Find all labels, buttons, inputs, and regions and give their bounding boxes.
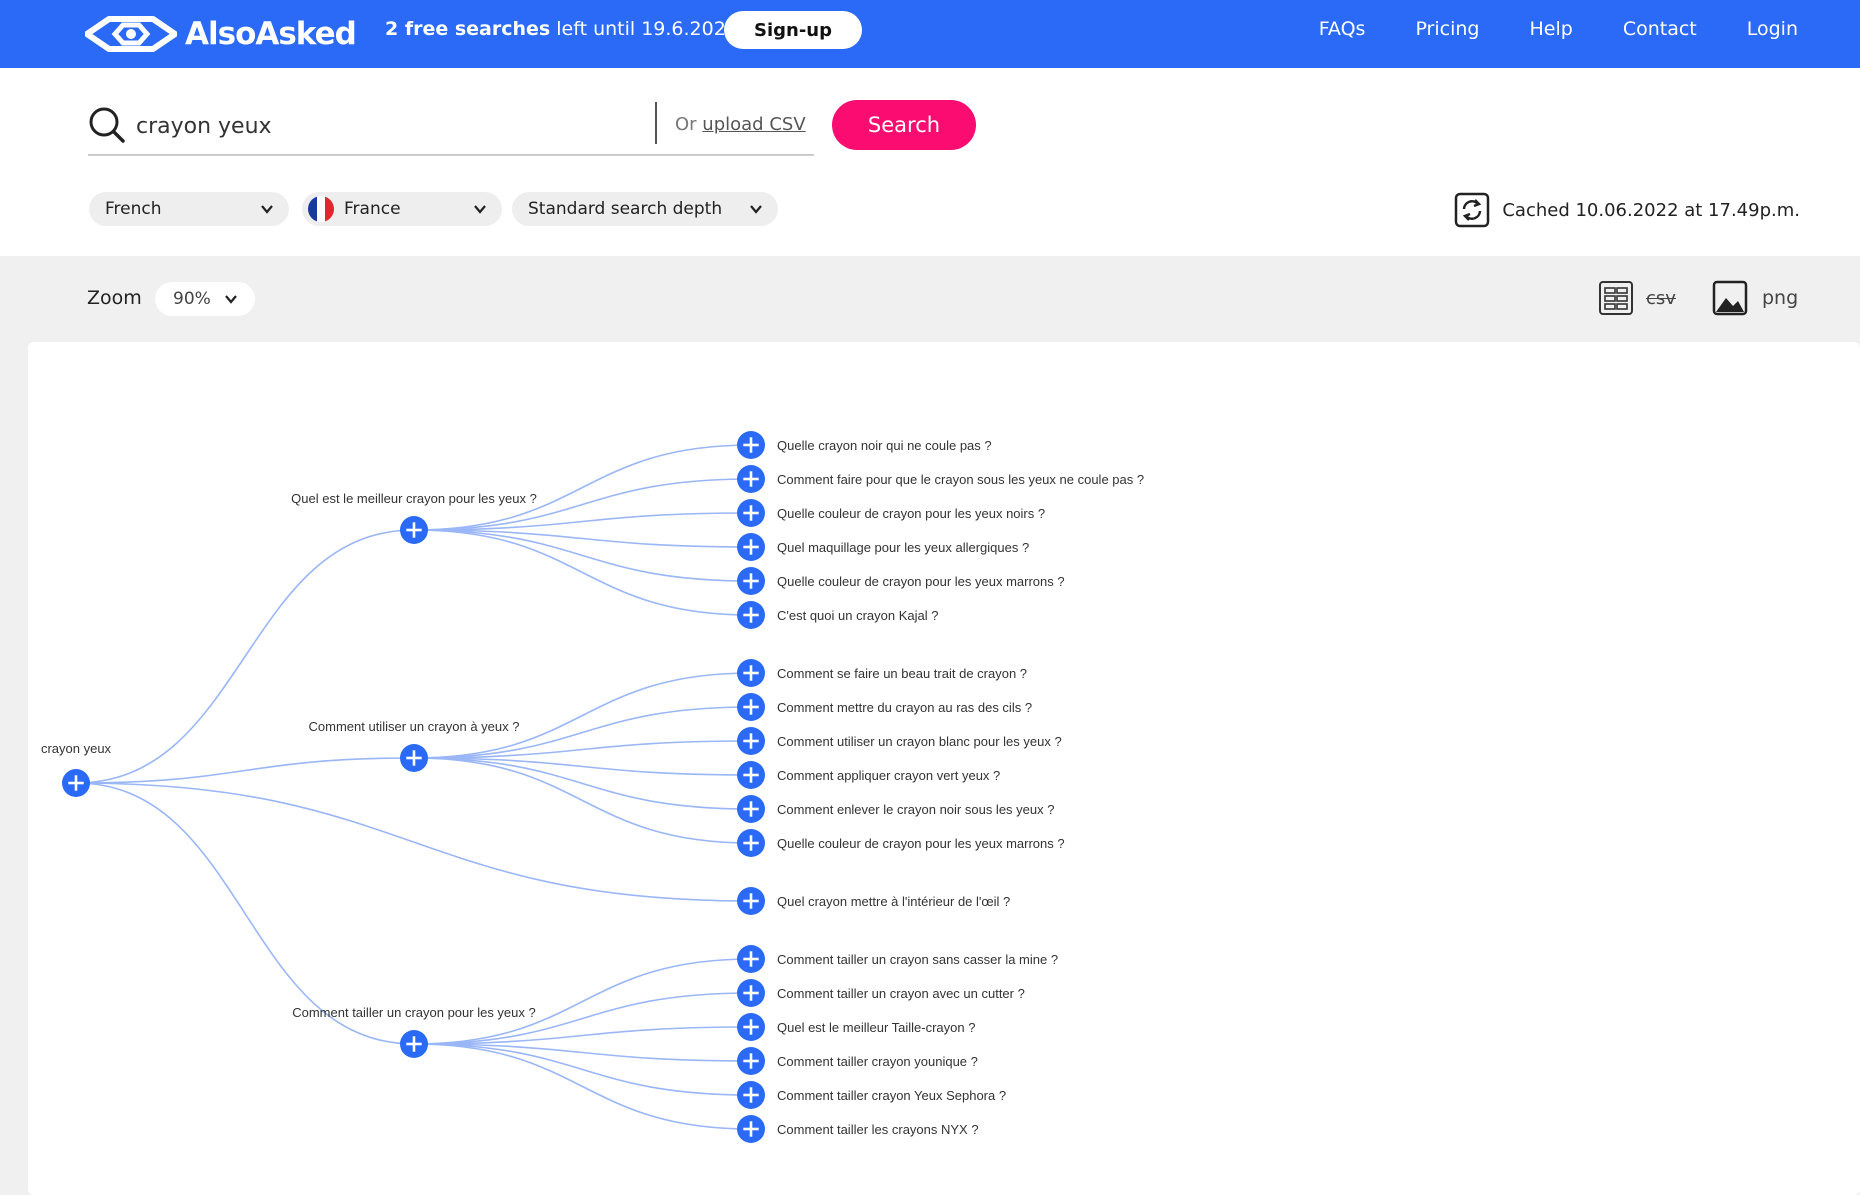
- chevron-down-icon: [261, 205, 273, 214]
- expand-node-button[interactable]: [737, 431, 765, 459]
- upload-csv-link[interactable]: upload CSV: [702, 114, 806, 135]
- branch-question-label[interactable]: Quel est le meilleur crayon pour les yeu…: [291, 491, 537, 506]
- child-question-label[interactable]: Quelle couleur de crayon pour les yeux m…: [777, 836, 1065, 851]
- export-png-label: png: [1762, 287, 1799, 309]
- france-flag-icon: [308, 196, 334, 222]
- chevron-down-icon: [750, 205, 762, 214]
- zoom-value: 90%: [173, 289, 211, 309]
- child-question-label[interactable]: Comment tailler les crayons NYX ?: [777, 1122, 979, 1137]
- expand-node-button[interactable]: [737, 499, 765, 527]
- nav-contact[interactable]: Contact: [1622, 18, 1697, 40]
- branch-question-label[interactable]: Comment utiliser un crayon à yeux ?: [309, 719, 520, 734]
- expand-node-button[interactable]: [737, 979, 765, 1007]
- search-depth-value: Standard search depth: [528, 199, 723, 219]
- nav-help[interactable]: Help: [1529, 18, 1573, 40]
- search-panel: Or upload CSV Search French France Stand…: [0, 68, 1860, 256]
- free-searches-notice: 2 free searches left until 19.6.2022: [385, 18, 738, 40]
- expand-node-button[interactable]: [737, 829, 765, 857]
- child-question-label[interactable]: Quel maquillage pour les yeux allergique…: [777, 540, 1029, 555]
- expand-node-button[interactable]: [737, 465, 765, 493]
- language-value: French: [105, 199, 162, 219]
- refresh-icon[interactable]: [1454, 192, 1490, 228]
- search-divider: [655, 102, 657, 144]
- cached-info: Cached 10.06.2022 at 17.49p.m.: [1454, 192, 1800, 228]
- expand-node-button[interactable]: [737, 659, 765, 687]
- search-depth-select[interactable]: Standard search depth: [512, 192, 778, 226]
- expand-node-button[interactable]: [737, 567, 765, 595]
- child-question-label[interactable]: C'est quoi un crayon Kajal ?: [777, 608, 938, 623]
- child-question-label[interactable]: Comment faire pour que le crayon sous le…: [777, 472, 1144, 487]
- country-select[interactable]: France: [302, 192, 502, 226]
- top-navbar: AlsoAsked 2 free searches left until 19.…: [0, 0, 1860, 68]
- expand-node-button[interactable]: [62, 769, 90, 797]
- child-question-label[interactable]: Comment tailler un crayon avec un cutter…: [777, 986, 1025, 1001]
- child-question-label[interactable]: Comment enlever le crayon noir sous les …: [777, 802, 1054, 817]
- expand-node-button[interactable]: [737, 887, 765, 915]
- nav-login[interactable]: Login: [1746, 18, 1798, 40]
- child-question-label[interactable]: Comment tailler un crayon sans casser la…: [777, 952, 1058, 967]
- brand-logo[interactable]: AlsoAsked: [85, 10, 357, 58]
- expand-node-button[interactable]: [737, 727, 765, 755]
- expand-node-button[interactable]: [737, 945, 765, 973]
- search-icon: [89, 107, 125, 143]
- expand-node-button[interactable]: [737, 533, 765, 561]
- signup-button[interactable]: Sign-up: [724, 11, 862, 49]
- expand-node-button[interactable]: [737, 1047, 765, 1075]
- zoom-select[interactable]: 90%: [155, 282, 255, 316]
- cached-timestamp: Cached 10.06.2022 at 17.49p.m.: [1502, 199, 1800, 221]
- child-question-label[interactable]: Quel crayon mettre à l'intérieur de l'œi…: [777, 894, 1010, 909]
- upload-csv-prompt: Or upload CSV: [675, 114, 806, 135]
- expand-node-button[interactable]: [737, 795, 765, 823]
- free-searches-count: 2 free searches: [385, 18, 551, 40]
- child-question-label[interactable]: Comment tailler crayon younique ?: [777, 1054, 978, 1069]
- child-question-label[interactable]: Quelle couleur de crayon pour les yeux m…: [777, 574, 1065, 589]
- chevron-down-icon: [474, 205, 486, 214]
- expand-node-button[interactable]: [400, 744, 428, 772]
- free-searches-expiry: left until 19.6.2022: [550, 18, 738, 40]
- expand-node-button[interactable]: [400, 1030, 428, 1058]
- child-question-label[interactable]: Comment se faire un beau trait de crayon…: [777, 666, 1027, 681]
- expand-node-button[interactable]: [400, 516, 428, 544]
- child-question-label[interactable]: Comment appliquer crayon vert yeux ?: [777, 768, 1000, 783]
- expand-node-button[interactable]: [737, 761, 765, 789]
- child-question-label[interactable]: Quelle couleur de crayon pour les yeux n…: [777, 506, 1045, 521]
- export-csv-button[interactable]: csv: [1598, 280, 1676, 316]
- tree-nodes: Quel est le meilleur crayon pour les yeu…: [41, 431, 1144, 1143]
- branch-question-label[interactable]: Comment tailler un crayon pour les yeux …: [292, 1005, 536, 1020]
- child-question-label[interactable]: Quelle crayon noir qui ne coule pas ?: [777, 438, 992, 453]
- expand-node-button[interactable]: [737, 1013, 765, 1041]
- expand-node-button[interactable]: [737, 1081, 765, 1109]
- search-input[interactable]: [136, 108, 636, 144]
- child-question-label[interactable]: Quel est le meilleur Taille-crayon ?: [777, 1020, 975, 1035]
- nav-faqs[interactable]: FAQs: [1318, 18, 1366, 40]
- expand-node-button[interactable]: [737, 601, 765, 629]
- language-select[interactable]: French: [89, 192, 289, 226]
- child-question-label[interactable]: Comment utiliser un crayon blanc pour le…: [777, 734, 1062, 749]
- export-png-button[interactable]: png: [1712, 280, 1798, 316]
- export-csv-label: csv: [1646, 287, 1676, 309]
- expand-node-button[interactable]: [737, 693, 765, 721]
- search-box: Or upload CSV: [88, 100, 814, 156]
- eye-logo-icon: [85, 16, 177, 52]
- root-query-label[interactable]: crayon yeux: [41, 741, 112, 756]
- zoom-label: Zoom: [87, 287, 142, 309]
- main-nav: FAQs Pricing Help Contact Login: [1319, 18, 1798, 40]
- upload-prefix: Or: [675, 114, 703, 135]
- table-icon: [1599, 281, 1633, 315]
- country-value: France: [344, 199, 401, 219]
- child-question-label[interactable]: Comment tailler crayon Yeux Sephora ?: [777, 1088, 1006, 1103]
- search-button[interactable]: Search: [832, 100, 976, 150]
- nav-pricing[interactable]: Pricing: [1415, 18, 1480, 40]
- chevron-down-icon: [225, 295, 237, 304]
- image-icon: [1712, 280, 1748, 316]
- brand-name: AlsoAsked: [185, 16, 357, 52]
- expand-node-button[interactable]: [737, 1115, 765, 1143]
- child-question-label[interactable]: Comment mettre du crayon au ras des cils…: [777, 700, 1032, 715]
